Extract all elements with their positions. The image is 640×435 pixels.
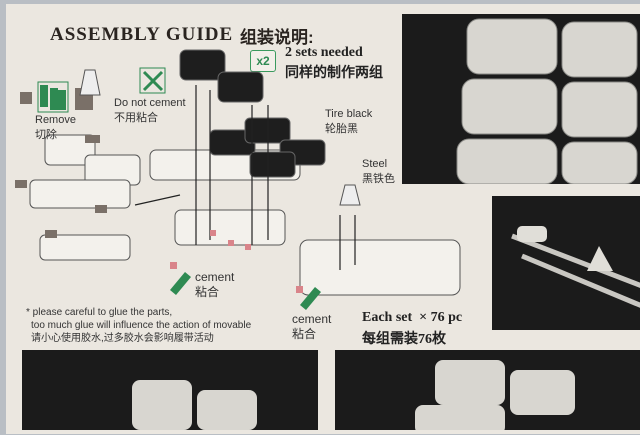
cement-label-2-cn: 粘合 [292, 327, 317, 341]
sets-label: 2 sets needed [285, 45, 363, 60]
cement-label-2: cement [292, 312, 332, 326]
page-title-cn: 组装说明: [240, 28, 314, 47]
remove-label: Remove [35, 114, 76, 126]
track-render-image [456, 18, 638, 185]
render-panel-bottom-right [335, 350, 640, 435]
cement-label: cement [195, 270, 235, 284]
render-panel-bottom-left [22, 350, 318, 430]
assembly-diagram [15, 49, 461, 310]
render-panel-mid-right [492, 196, 640, 330]
cement-bottle-icon [300, 287, 321, 310]
glue-warning-line2: too much glue will influence the action … [31, 320, 252, 331]
page-title: ASSEMBLY GUIDE [50, 24, 234, 45]
cement-bottle-icon [170, 272, 191, 295]
remove-icon [37, 81, 69, 113]
cement-label-cn: 粘合 [195, 285, 220, 299]
sets-badge: x2 [250, 50, 276, 72]
sets-label-cn: 同样的制作两组 [285, 66, 383, 81]
track-render-image [415, 360, 575, 435]
do-not-cement-icon [139, 67, 166, 94]
glue-warning-line3: 请小心使用胶水,过多胶水会影响履带活动 [31, 333, 214, 344]
tire-black-label-cn: 轮胎黑 [325, 123, 358, 135]
steel-label: Steel [362, 158, 388, 170]
track-pin-render-image [511, 226, 640, 308]
glue-warning-line1: * please careful to glue the parts, [26, 307, 173, 318]
do-not-cement-label: Do not cement [114, 97, 186, 109]
render-panel-top-right [402, 14, 640, 185]
count-label-cn: 每组需装76枚 [362, 332, 446, 347]
steel-label-cn: 黑铁色 [362, 173, 395, 185]
tire-black-label: Tire black [325, 108, 373, 120]
track-render-image [132, 380, 257, 430]
count-label: Each set × 76 pc [362, 310, 463, 325]
do-not-cement-label-cn: 不用粘合 [114, 112, 158, 124]
remove-label-cn: 切除 [35, 129, 57, 141]
